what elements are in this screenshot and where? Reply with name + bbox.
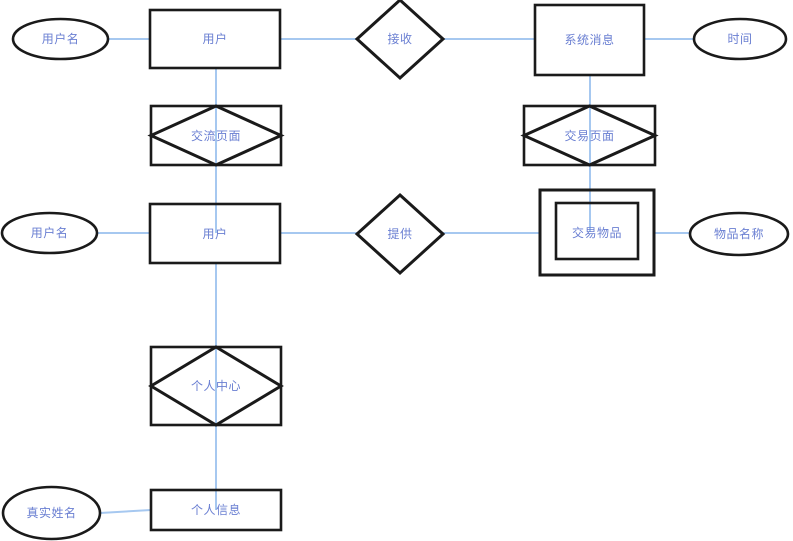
rect-shape-entity_user_top[interactable] bbox=[148, 8, 282, 70]
node-entity_user_mid[interactable] bbox=[148, 202, 282, 265]
inner-rect-shape-entity_trade_item[interactable] bbox=[554, 201, 640, 261]
node-attr_username_top[interactable] bbox=[11, 17, 110, 61]
node-rel_trade_page[interactable] bbox=[520, 104, 659, 167]
node-rel_personal_center[interactable] bbox=[148, 345, 284, 427]
node-entity_personal_info[interactable] bbox=[149, 488, 283, 532]
node-attr_item_name[interactable] bbox=[688, 211, 790, 257]
diamond-shape-rel_provide[interactable] bbox=[354, 192, 446, 276]
diamond-shape-rel_personal_center[interactable] bbox=[148, 345, 284, 427]
rect-shape-entity_system_message[interactable] bbox=[533, 3, 646, 77]
conn-realname-personalinfo bbox=[99, 509, 152, 514]
node-rel_chat_page[interactable] bbox=[147, 104, 285, 167]
node-attr_real_name[interactable] bbox=[1, 485, 102, 541]
ellipse-shape-attr_real_name[interactable] bbox=[1, 485, 102, 541]
node-entity_system_message[interactable] bbox=[533, 3, 646, 77]
diamond-shape-rel_receive[interactable] bbox=[354, 0, 446, 81]
ellipse-shape-attr_username_mid[interactable] bbox=[0, 211, 99, 255]
ellipse-shape-attr_username_top[interactable] bbox=[11, 17, 110, 61]
node-rel_provide[interactable] bbox=[354, 192, 446, 276]
outer-rect-shape-entity_trade_item[interactable] bbox=[538, 188, 656, 277]
node-entity_user_top[interactable] bbox=[148, 8, 282, 70]
rect-shape-entity_personal_info[interactable] bbox=[149, 488, 283, 532]
diamond-shape-rel_trade_page[interactable] bbox=[520, 104, 659, 167]
rect-shape-entity_user_mid[interactable] bbox=[148, 202, 282, 265]
node-attr_username_mid[interactable] bbox=[0, 211, 99, 255]
diamond-shape-rel_chat_page[interactable] bbox=[147, 104, 285, 167]
ellipse-shape-attr_item_name[interactable] bbox=[688, 211, 790, 257]
node-attr_time[interactable] bbox=[692, 17, 788, 61]
node-rel_receive[interactable] bbox=[354, 0, 446, 81]
node-entity_trade_item[interactable] bbox=[538, 188, 656, 277]
ellipse-shape-attr_time[interactable] bbox=[692, 17, 788, 61]
